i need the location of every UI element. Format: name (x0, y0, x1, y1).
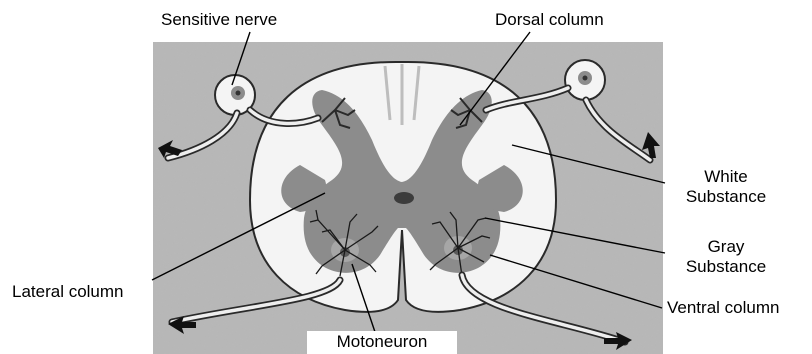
label-white-substance-line2: Substance (676, 187, 776, 207)
label-ventral-column: Ventral column (667, 298, 779, 318)
label-lateral-column: Lateral column (12, 282, 124, 302)
label-gray-substance-line2: Substance (676, 257, 776, 277)
label-motoneuron: Motoneuron (307, 332, 457, 352)
label-gray-substance: Gray Substance (676, 237, 776, 277)
central-canal (394, 192, 414, 204)
sensory-ganglion-right (565, 60, 605, 100)
label-gray-substance-line1: Gray (676, 237, 776, 257)
label-dorsal-column: Dorsal column (495, 10, 604, 30)
label-white-substance: White Substance (676, 167, 776, 207)
label-white-substance-line1: White (676, 167, 776, 187)
label-sensitive-nerve: Sensitive nerve (161, 10, 277, 30)
